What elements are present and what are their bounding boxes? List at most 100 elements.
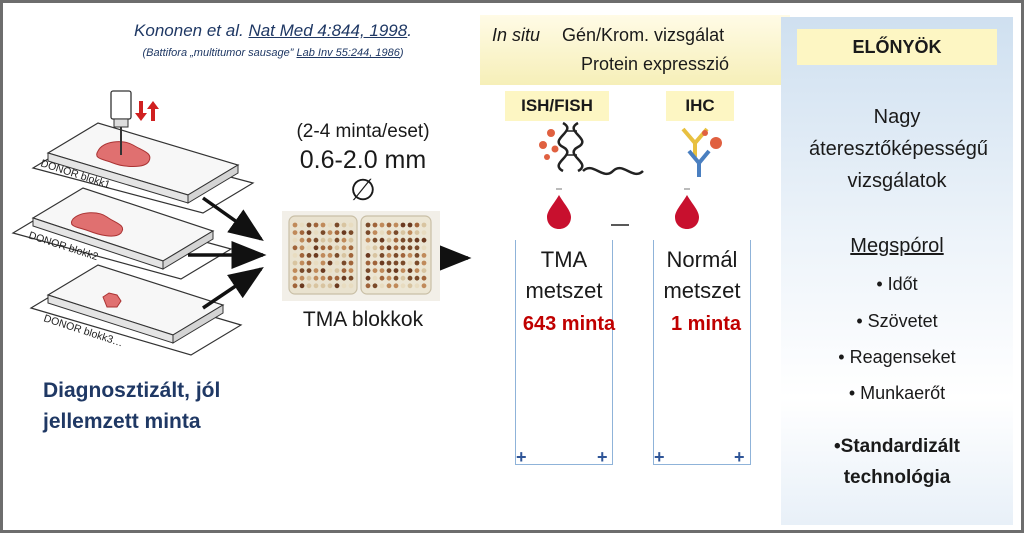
tissue-core-dot bbox=[393, 237, 399, 243]
tissue-core-dot bbox=[386, 260, 392, 266]
tissue-core-dot bbox=[379, 245, 385, 251]
tissue-core-dot bbox=[348, 260, 354, 266]
tissue-core-dot bbox=[348, 237, 354, 243]
tissue-core-dot bbox=[348, 283, 354, 289]
tissue-core-dot bbox=[327, 268, 333, 273]
tissue-core-dot bbox=[386, 237, 392, 243]
tissue-core-dot bbox=[299, 260, 305, 266]
tissue-core-dot bbox=[334, 275, 340, 281]
tissue-core-dot bbox=[400, 260, 406, 266]
tissue-core-dot bbox=[393, 253, 399, 258]
tissue-core-dot bbox=[306, 230, 312, 236]
tissue-core-dot bbox=[306, 245, 312, 251]
tissue-core-dot bbox=[306, 253, 312, 258]
tissue-core-dot bbox=[386, 245, 392, 251]
tissue-core-dot bbox=[379, 222, 385, 228]
protein-label: Protein expresszió bbox=[580, 54, 730, 74]
tissue-core-dot bbox=[334, 222, 340, 228]
normal-section-panel: Normál metszet bbox=[653, 240, 751, 465]
tissue-core-dot bbox=[421, 268, 427, 273]
tissue-core-dot bbox=[313, 275, 319, 281]
tissue-core-dot bbox=[327, 237, 333, 243]
antibody-icon bbox=[681, 127, 722, 177]
tissue-core-dot bbox=[320, 245, 326, 251]
tissue-core-dot bbox=[421, 237, 427, 243]
sub-reference-prefix: (Battifora „multitumor sausage” bbox=[142, 47, 297, 59]
tissue-core-dot bbox=[327, 275, 333, 281]
tissue-core-dot bbox=[292, 253, 298, 258]
plus-icon: + bbox=[516, 447, 527, 467]
advantage-item: • Szövetet bbox=[856, 311, 938, 331]
tissue-core-dot bbox=[341, 283, 347, 289]
arrow-block1 bbox=[201, 196, 264, 242]
tma-blocks-image bbox=[282, 211, 440, 301]
tissue-core-dot bbox=[372, 283, 378, 289]
tissue-core-dot bbox=[306, 268, 312, 273]
tissue-core-dot bbox=[414, 237, 420, 243]
tissue-core-dot bbox=[334, 230, 340, 236]
tissue-core-dot bbox=[299, 230, 305, 236]
dna-probe-icon bbox=[539, 121, 644, 176]
tissue-core-dot bbox=[320, 237, 326, 243]
tissue-core-dot bbox=[407, 237, 413, 243]
tissue-core-dot bbox=[313, 253, 319, 258]
arrow-block3 bbox=[202, 267, 264, 310]
tissue-core-dot bbox=[365, 253, 371, 258]
tissue-core-dot bbox=[292, 260, 298, 266]
tissue-core-dot bbox=[334, 260, 340, 266]
tissue-core-dot bbox=[386, 268, 392, 273]
tissue-core-dot bbox=[334, 268, 340, 273]
tissue-core-dot bbox=[341, 222, 347, 228]
tissue-core-dot bbox=[313, 260, 319, 266]
tissue-core-dot bbox=[292, 275, 298, 281]
normal-section-title: Normál metszet bbox=[663, 247, 741, 303]
plus-icon: + bbox=[597, 447, 608, 467]
tissue-core-dot bbox=[292, 283, 298, 289]
tissue-core-dot bbox=[341, 268, 347, 273]
tissue-core-dot bbox=[407, 222, 413, 228]
tissue-core-dot bbox=[341, 275, 347, 281]
tissue-core-dot bbox=[400, 253, 406, 258]
tissue-core-dot bbox=[379, 275, 385, 281]
reference-journal: Nat Med 4:844, 1998 bbox=[248, 21, 408, 40]
tissue-core-dot bbox=[372, 260, 378, 266]
tissue-core-dot bbox=[348, 275, 354, 281]
tissue-core-dot bbox=[414, 253, 420, 258]
reference-author: Kononen et al. bbox=[134, 21, 244, 40]
tissue-core-dot bbox=[372, 245, 378, 251]
tissue-core-dot bbox=[327, 230, 333, 236]
tissue-core-dot bbox=[421, 275, 427, 281]
tissue-core-dot bbox=[379, 253, 385, 258]
tissue-core-dot bbox=[414, 268, 420, 273]
core-count-label: (2-4 minta/eset) bbox=[296, 121, 430, 142]
tissue-core-dot bbox=[372, 237, 378, 243]
tissue-core-dot bbox=[334, 245, 340, 251]
tissue-core-dot bbox=[414, 283, 420, 289]
tissue-core-dot bbox=[292, 222, 298, 228]
advantage-item: • Időt bbox=[876, 274, 918, 294]
sub-reference-line: (Battifora „multitumor sausage” Lab Inv … bbox=[63, 47, 483, 59]
tissue-core-dot bbox=[386, 283, 392, 289]
tissue-core-dot bbox=[414, 275, 420, 281]
core-size-label: 0.6-2.0 mm bbox=[299, 146, 427, 174]
tissue-core-dot bbox=[393, 230, 399, 236]
tissue-core-dot bbox=[421, 260, 427, 266]
tissue-core-dot bbox=[299, 283, 305, 289]
tissue-core-dot bbox=[421, 245, 427, 251]
tma-count: 643 minta bbox=[522, 313, 616, 335]
method-banner bbox=[480, 15, 790, 85]
advantages-panel bbox=[781, 17, 1013, 525]
tissue-core-dot bbox=[414, 230, 420, 236]
tissue-core-dot bbox=[393, 245, 399, 251]
tissue-core-dot bbox=[320, 253, 326, 258]
tissue-core-dot bbox=[348, 245, 354, 251]
saves-heading: Megspórol bbox=[850, 235, 944, 257]
tissue-core-dot bbox=[372, 253, 378, 258]
tissue-core-dot bbox=[341, 260, 347, 266]
tissue-core-dot bbox=[372, 222, 378, 228]
tissue-core-dot bbox=[320, 230, 326, 236]
tissue-core-dot bbox=[372, 230, 378, 236]
tissue-core-dot bbox=[313, 222, 319, 228]
tissue-core-dot bbox=[313, 237, 319, 243]
